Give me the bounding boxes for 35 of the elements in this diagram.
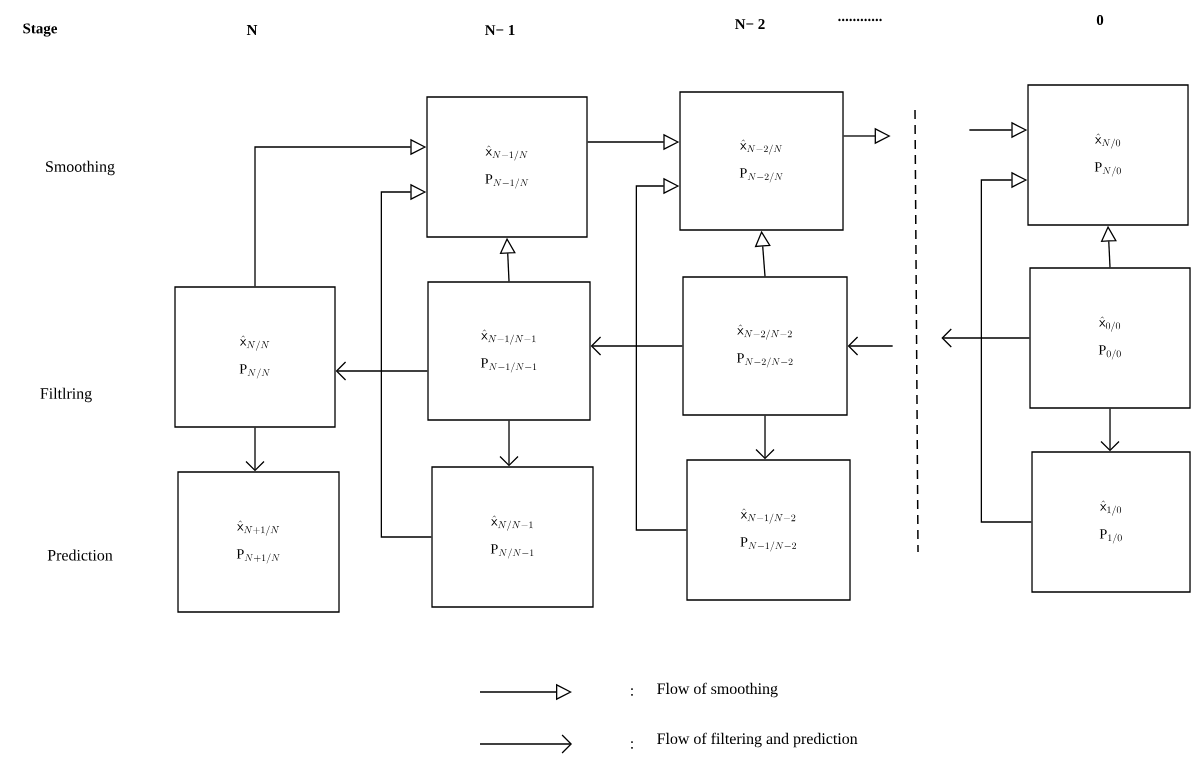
state-box: $\hat{\mathsf{x}}_{1/0}$ $\mathrm{P}_{1/0}$ (1031, 451, 1191, 593)
arrow (380, 183, 432, 538)
state-box: $\hat{\mathsf{x}}_{N-1/N-1}$ $\mathrm{P}_{N-1/N-1}$ (427, 281, 591, 421)
arrow (941, 328, 1030, 348)
stage-heading: Stage (23, 23, 58, 37)
arrow (847, 336, 894, 356)
row-label: Smoothing (46, 160, 115, 176)
arrow (245, 427, 265, 472)
legend-colon: : (631, 741, 633, 749)
arrow (590, 336, 683, 356)
legend-text: Flow of smoothing (657, 682, 778, 698)
state-box: $\hat{\mathsf{x}}_{N-2/N-2}$ $\mathrm{P}_{N-2/N-2}$ (682, 276, 848, 416)
legend-colon: : (631, 688, 633, 696)
legend-text: Flow of filtering and prediction (657, 732, 858, 748)
arrow (1100, 408, 1120, 452)
stage-label: 0 (1096, 14, 1104, 26)
state-box: $\hat{\mathsf{x}}_{N/N-1}$ $\mathrm{P}_{N/N-1}$ (431, 466, 594, 608)
state-box: $\hat{\mathsf{x}}_{N-1/N}$ $\mathrm{P}_{N-1/N}$ (426, 96, 588, 238)
arrow (755, 415, 775, 460)
arrow (635, 177, 687, 531)
stage-label: N− 1 (485, 25, 515, 35)
stage-label: N− 2 (735, 19, 765, 29)
arrow (980, 171, 1032, 523)
arrow (335, 361, 428, 381)
row-label: Filtlring (40, 387, 92, 403)
state-box: $\hat{\mathsf{x}}_{N-2/N}$ $\mathrm{P}_{N-2/N}$ (679, 91, 844, 231)
state-box: $\hat{\mathsf{x}}_{N/N}$ $\mathrm{P}_{N/N}$ (174, 286, 336, 428)
state-box: $\hat{\mathsf{x}}_{N-1/N-2}$ $\mathrm{P}_{N-1/N-2}$ (686, 459, 851, 601)
row-label: Prediction (47, 549, 113, 561)
arrow (499, 420, 519, 467)
state-box: $\hat{\mathsf{x}}_{0/0}$ $\mathrm{P}_{0/0}$ (1029, 267, 1191, 409)
stage-label: ............ (838, 18, 882, 22)
stage-label: N (246, 25, 258, 35)
state-box: $\hat{\mathsf{x}}_{N/0}$ $\mathrm{P}_{N/0}$ (1027, 84, 1189, 226)
state-box: $\hat{\mathsf{x}}_{N+1/N}$ $\mathrm{P}_{N+1/N}$ (177, 471, 340, 613)
